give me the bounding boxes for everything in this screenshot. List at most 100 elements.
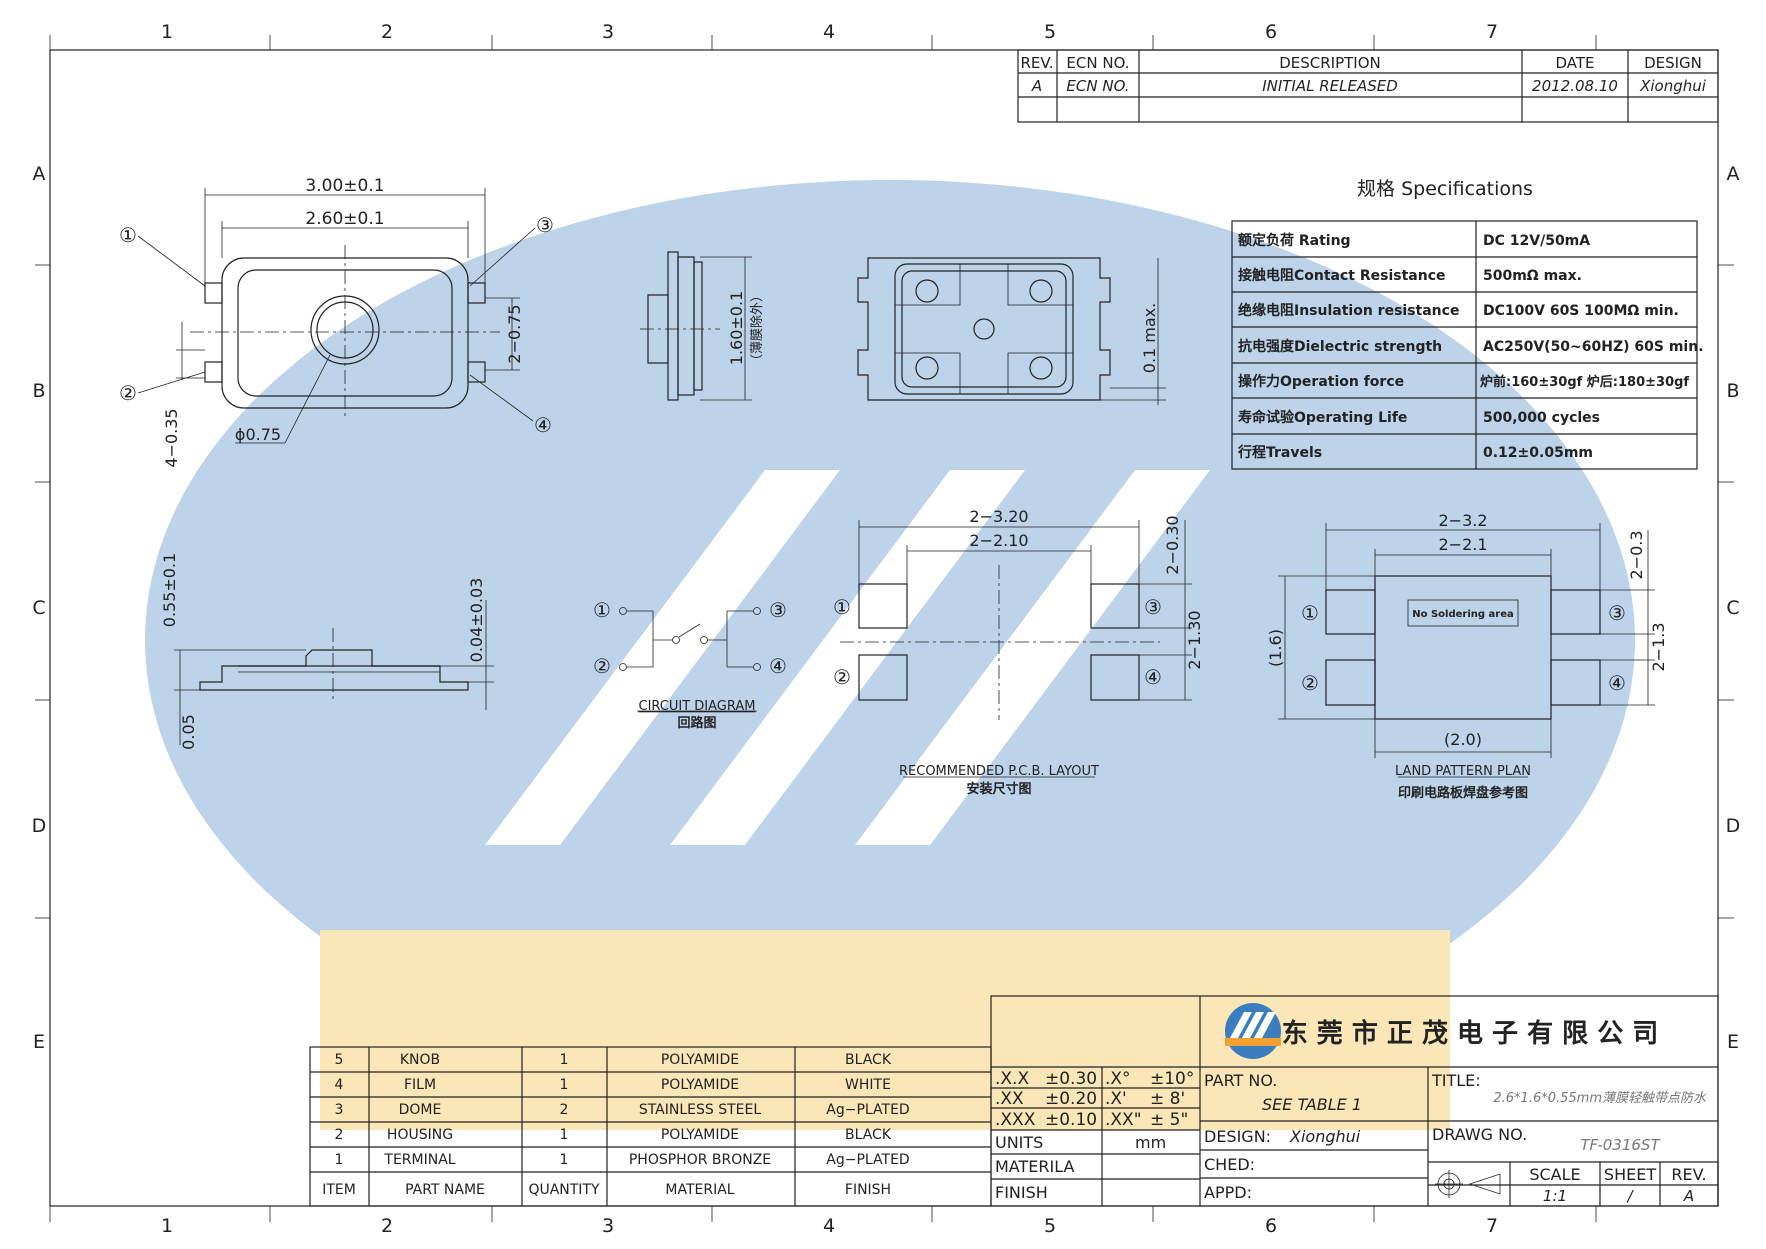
- scale-value: 1:1: [1543, 1187, 1567, 1205]
- grid-row-b-left: B: [32, 380, 45, 402]
- part-no-value: SEE TABLE 1: [1262, 1095, 1362, 1114]
- callout-3: ③: [536, 213, 554, 237]
- pcb-layout: ① ② ③ ④ 2−3.20 2−2.10 2−0.30 2−1.30 RECO…: [833, 507, 1204, 797]
- bom-cell: POLYAMIDE: [661, 1077, 739, 1093]
- land-label-2: ②: [1301, 671, 1319, 695]
- rev-header-design: DESIGN: [1644, 54, 1702, 72]
- spec-label: 额定负荷 Rating: [1238, 232, 1351, 249]
- bom-cell: 1: [560, 1127, 569, 1143]
- sheet-value: /: [1625, 1187, 1634, 1205]
- watermark-stripe-1: [485, 470, 840, 845]
- rev-row-date: 2012.08.10: [1532, 77, 1618, 95]
- bom-cell: BLACK: [845, 1052, 892, 1068]
- bom-cell: 1: [335, 1152, 344, 1168]
- design-label: DESIGN:: [1204, 1127, 1271, 1146]
- spec-value: 0.12±0.05mm: [1483, 445, 1593, 461]
- tol-a-val: ±0.30: [1045, 1069, 1097, 1089]
- grid-col-3-bottom: 3: [602, 1215, 614, 1237]
- tol-min: .X': [1105, 1089, 1127, 1109]
- grid-col-1-top: 1: [161, 21, 173, 43]
- units-value: mm: [1135, 1133, 1166, 1152]
- appd-label: APPD:: [1204, 1183, 1252, 1202]
- pcb-caption-cn: 安装尺寸图: [966, 781, 1031, 797]
- bom-cell: PHOSPHOR BRONZE: [629, 1152, 771, 1168]
- circuit-pin-1: ①: [593, 598, 611, 622]
- bom-cell: 4: [335, 1077, 344, 1093]
- circuit-pin-3: ③: [769, 598, 787, 622]
- part-no-label: PART NO.: [1204, 1071, 1277, 1090]
- grid-col-5-bottom: 5: [1044, 1215, 1056, 1237]
- units-label: UNITS: [995, 1133, 1043, 1152]
- land-dim-inner: 2−2.1: [1438, 535, 1487, 554]
- bom-cell: POLYAMIDE: [661, 1127, 739, 1143]
- bom-cell: 3: [335, 1102, 344, 1118]
- bom-cell: Ag−PLATED: [826, 1102, 909, 1118]
- company-logo: [1225, 1003, 1281, 1059]
- rev-header-description: DESCRIPTION: [1279, 54, 1381, 72]
- bom-cell: HOUSING: [387, 1127, 453, 1143]
- spec-label: 寿命试验Operating Life: [1238, 409, 1407, 426]
- land-label-1: ①: [1301, 601, 1319, 625]
- grid-col-5-top: 5: [1044, 21, 1056, 43]
- bottom-view: 0.1 max.: [857, 257, 1166, 405]
- grid-col-4-bottom: 4: [823, 1215, 835, 1237]
- tol-sec-val: ± 5": [1150, 1110, 1188, 1130]
- bom-cell: KNOB: [400, 1052, 440, 1068]
- grid-row-b-right: B: [1726, 380, 1739, 402]
- grid-col-6-bottom: 6: [1265, 1215, 1277, 1237]
- spec-value: 500mΩ max.: [1483, 268, 1582, 284]
- tol-angle-val: ±10°: [1150, 1069, 1194, 1089]
- tol-c-val: ±0.10: [1045, 1110, 1097, 1130]
- grid-col-2-top: 2: [381, 21, 393, 43]
- land-no-solder-area: [1374, 575, 1552, 720]
- circuit-pin-4: ④: [769, 654, 787, 678]
- dim-pitch: 2−0.75: [505, 304, 524, 363]
- land-dim-pitch: 2−1.3: [1649, 622, 1668, 671]
- pcb-dim-pitch: 2−1.30: [1185, 610, 1204, 669]
- bom-header: PART NAME: [405, 1182, 485, 1198]
- grid-col-6-top: 6: [1265, 21, 1277, 43]
- land-label-4: ④: [1608, 671, 1626, 695]
- tol-b: .XX: [995, 1089, 1024, 1109]
- pcb-dim-pad: 2−0.30: [1163, 515, 1182, 574]
- pcb-pad-2: [858, 654, 908, 701]
- bom-header: ITEM: [322, 1182, 356, 1198]
- bom-table: 5 KNOB 1 POLYAMIDE BLACK 4 FILM 1 POLYAM…: [309, 1046, 992, 1207]
- design-value: Xionghui: [1289, 1127, 1361, 1146]
- grid-row-a-right: A: [1727, 163, 1740, 185]
- grid-row-c-right: C: [1726, 597, 1739, 619]
- tol-min-val: ± 8': [1150, 1089, 1185, 1109]
- bom-cell: DOME: [399, 1102, 442, 1118]
- spec-value: 炉前:160±30gf 炉后:180±30gf: [1480, 374, 1689, 390]
- watermark-stripe-2: [670, 470, 1025, 845]
- circuit-caption-cn: 回路图: [677, 715, 716, 731]
- drawing-label: DRAWG NO.: [1432, 1125, 1527, 1144]
- pcb-label-2: ②: [833, 665, 851, 689]
- dim-top-outer: 3.00±0.1: [305, 176, 384, 196]
- bom-cell: 1: [560, 1052, 569, 1068]
- circuit-diagram: ① ② ③ ④ CIRCUIT DIAGRAM 回路图: [593, 598, 787, 731]
- pcb-label-4: ④: [1144, 665, 1162, 689]
- spec-label: 接触电阻Contact Resistance: [1238, 267, 1446, 284]
- rev-row-design: Xionghui: [1639, 77, 1707, 95]
- sheet-label: SHEET: [1604, 1165, 1656, 1184]
- scale-label: SCALE: [1529, 1165, 1580, 1184]
- callout-2: ②: [119, 381, 137, 405]
- dim-bottom-flatness: 0.1 max.: [1140, 303, 1159, 373]
- spec-value: DC100V 60S 100MΩ min.: [1483, 303, 1679, 319]
- grid-col-7-top: 7: [1486, 21, 1498, 43]
- land-dim-height: (1.6): [1266, 629, 1285, 667]
- front-view: 0.55±0.1 0.04±0.03 0.05: [160, 553, 494, 750]
- land-pad-1: [1325, 589, 1376, 635]
- land-caption-cn: 印刷电路板焊盘参考图: [1398, 785, 1528, 801]
- land-dim-body: (2.0): [1444, 730, 1482, 749]
- spec-label: 抗电强度Dielectric strength: [1238, 338, 1442, 355]
- land-pad-2: [1325, 659, 1376, 706]
- company-name: 东 莞 市 正 茂 电 子 有 限 公 司: [1282, 1018, 1659, 1049]
- dim-side-height: 1.60±0.1: [727, 291, 746, 365]
- title-label: TITLE:: [1431, 1071, 1481, 1090]
- pcb-pad-1: [858, 583, 908, 629]
- pcb-pad-4: [1090, 654, 1140, 701]
- tol-c: .XXX: [995, 1110, 1036, 1130]
